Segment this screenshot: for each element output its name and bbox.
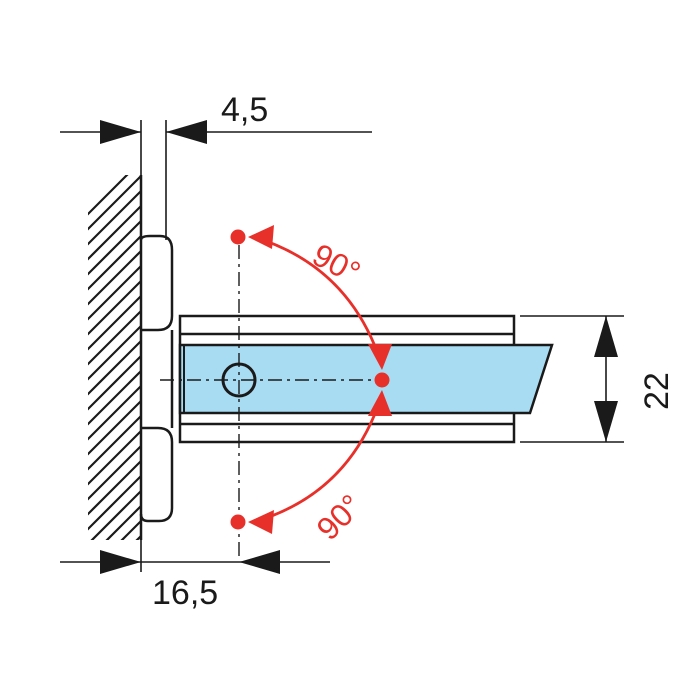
hatch-line [88,353,142,411]
rotation-arc-lower [253,405,380,524]
hatch-line [88,323,142,381]
hatch-line [88,428,142,486]
angle-label-lower: 90° [309,487,369,547]
dimension-label-top: 4,5 [221,91,268,129]
arrowhead-dim-bottom-right [100,550,141,574]
hatch-line [88,383,142,441]
dimension-bottom: 16,5 [60,550,330,612]
wall [80,175,150,657]
arrowhead-upper-left [248,225,274,249]
pivot-bolt [221,362,257,398]
hatch-line [88,263,142,321]
dimension-label-right: 22 [638,372,676,410]
hatch-line [88,413,142,471]
hatch-line [135,533,142,540]
hatch-line [88,458,142,516]
hatch-line [88,188,142,246]
hatch-line [120,518,142,540]
hatch-line [88,175,129,216]
angle-label-upper: 90° [307,236,367,291]
hatch-line [88,233,142,291]
hatch-line [80,572,150,642]
hatch-line [80,587,150,657]
hatch-line [105,503,142,540]
hatch-line [88,203,142,261]
mount-lobe-upper [139,234,174,332]
hatch-line [88,308,142,366]
glass-panel [178,343,554,415]
arrowhead-dim-right-down [594,401,618,442]
hatch-line [88,218,142,276]
hatch-line [88,338,142,396]
dimension-right: 22 [520,315,676,443]
dimension-label-bottom: 16,5 [152,574,218,612]
arrowhead-lower-up [368,390,392,416]
hatch-line [88,248,142,306]
arrowhead-dim-bottom-left [239,550,280,574]
dimension-top: 4,5 [60,91,372,144]
arrowhead-lower-left [248,510,274,534]
hatch-line [90,488,142,540]
pivot-point-upper [230,229,246,245]
mount-lobe-lower [139,426,174,523]
arrowhead-dim-right-up [594,316,618,357]
hatch-line [88,368,142,426]
hatch-line [88,443,142,501]
hatch-line [80,542,150,612]
wall-hatching [80,175,150,657]
hatch-line [88,473,142,531]
hatch-line [88,398,142,456]
hatch-line [88,175,142,231]
arrowhead-upper-down [368,344,392,370]
arrowhead-dim-top-right [100,120,141,144]
hatch-line [88,278,142,336]
rotation-arc-upper [253,235,380,355]
hatch-line [88,293,142,351]
mounting-plate [139,234,174,523]
arrowhead-dim-top-left [166,120,207,144]
pivot-point-lower [230,514,246,530]
pivot-point-center [374,372,390,388]
